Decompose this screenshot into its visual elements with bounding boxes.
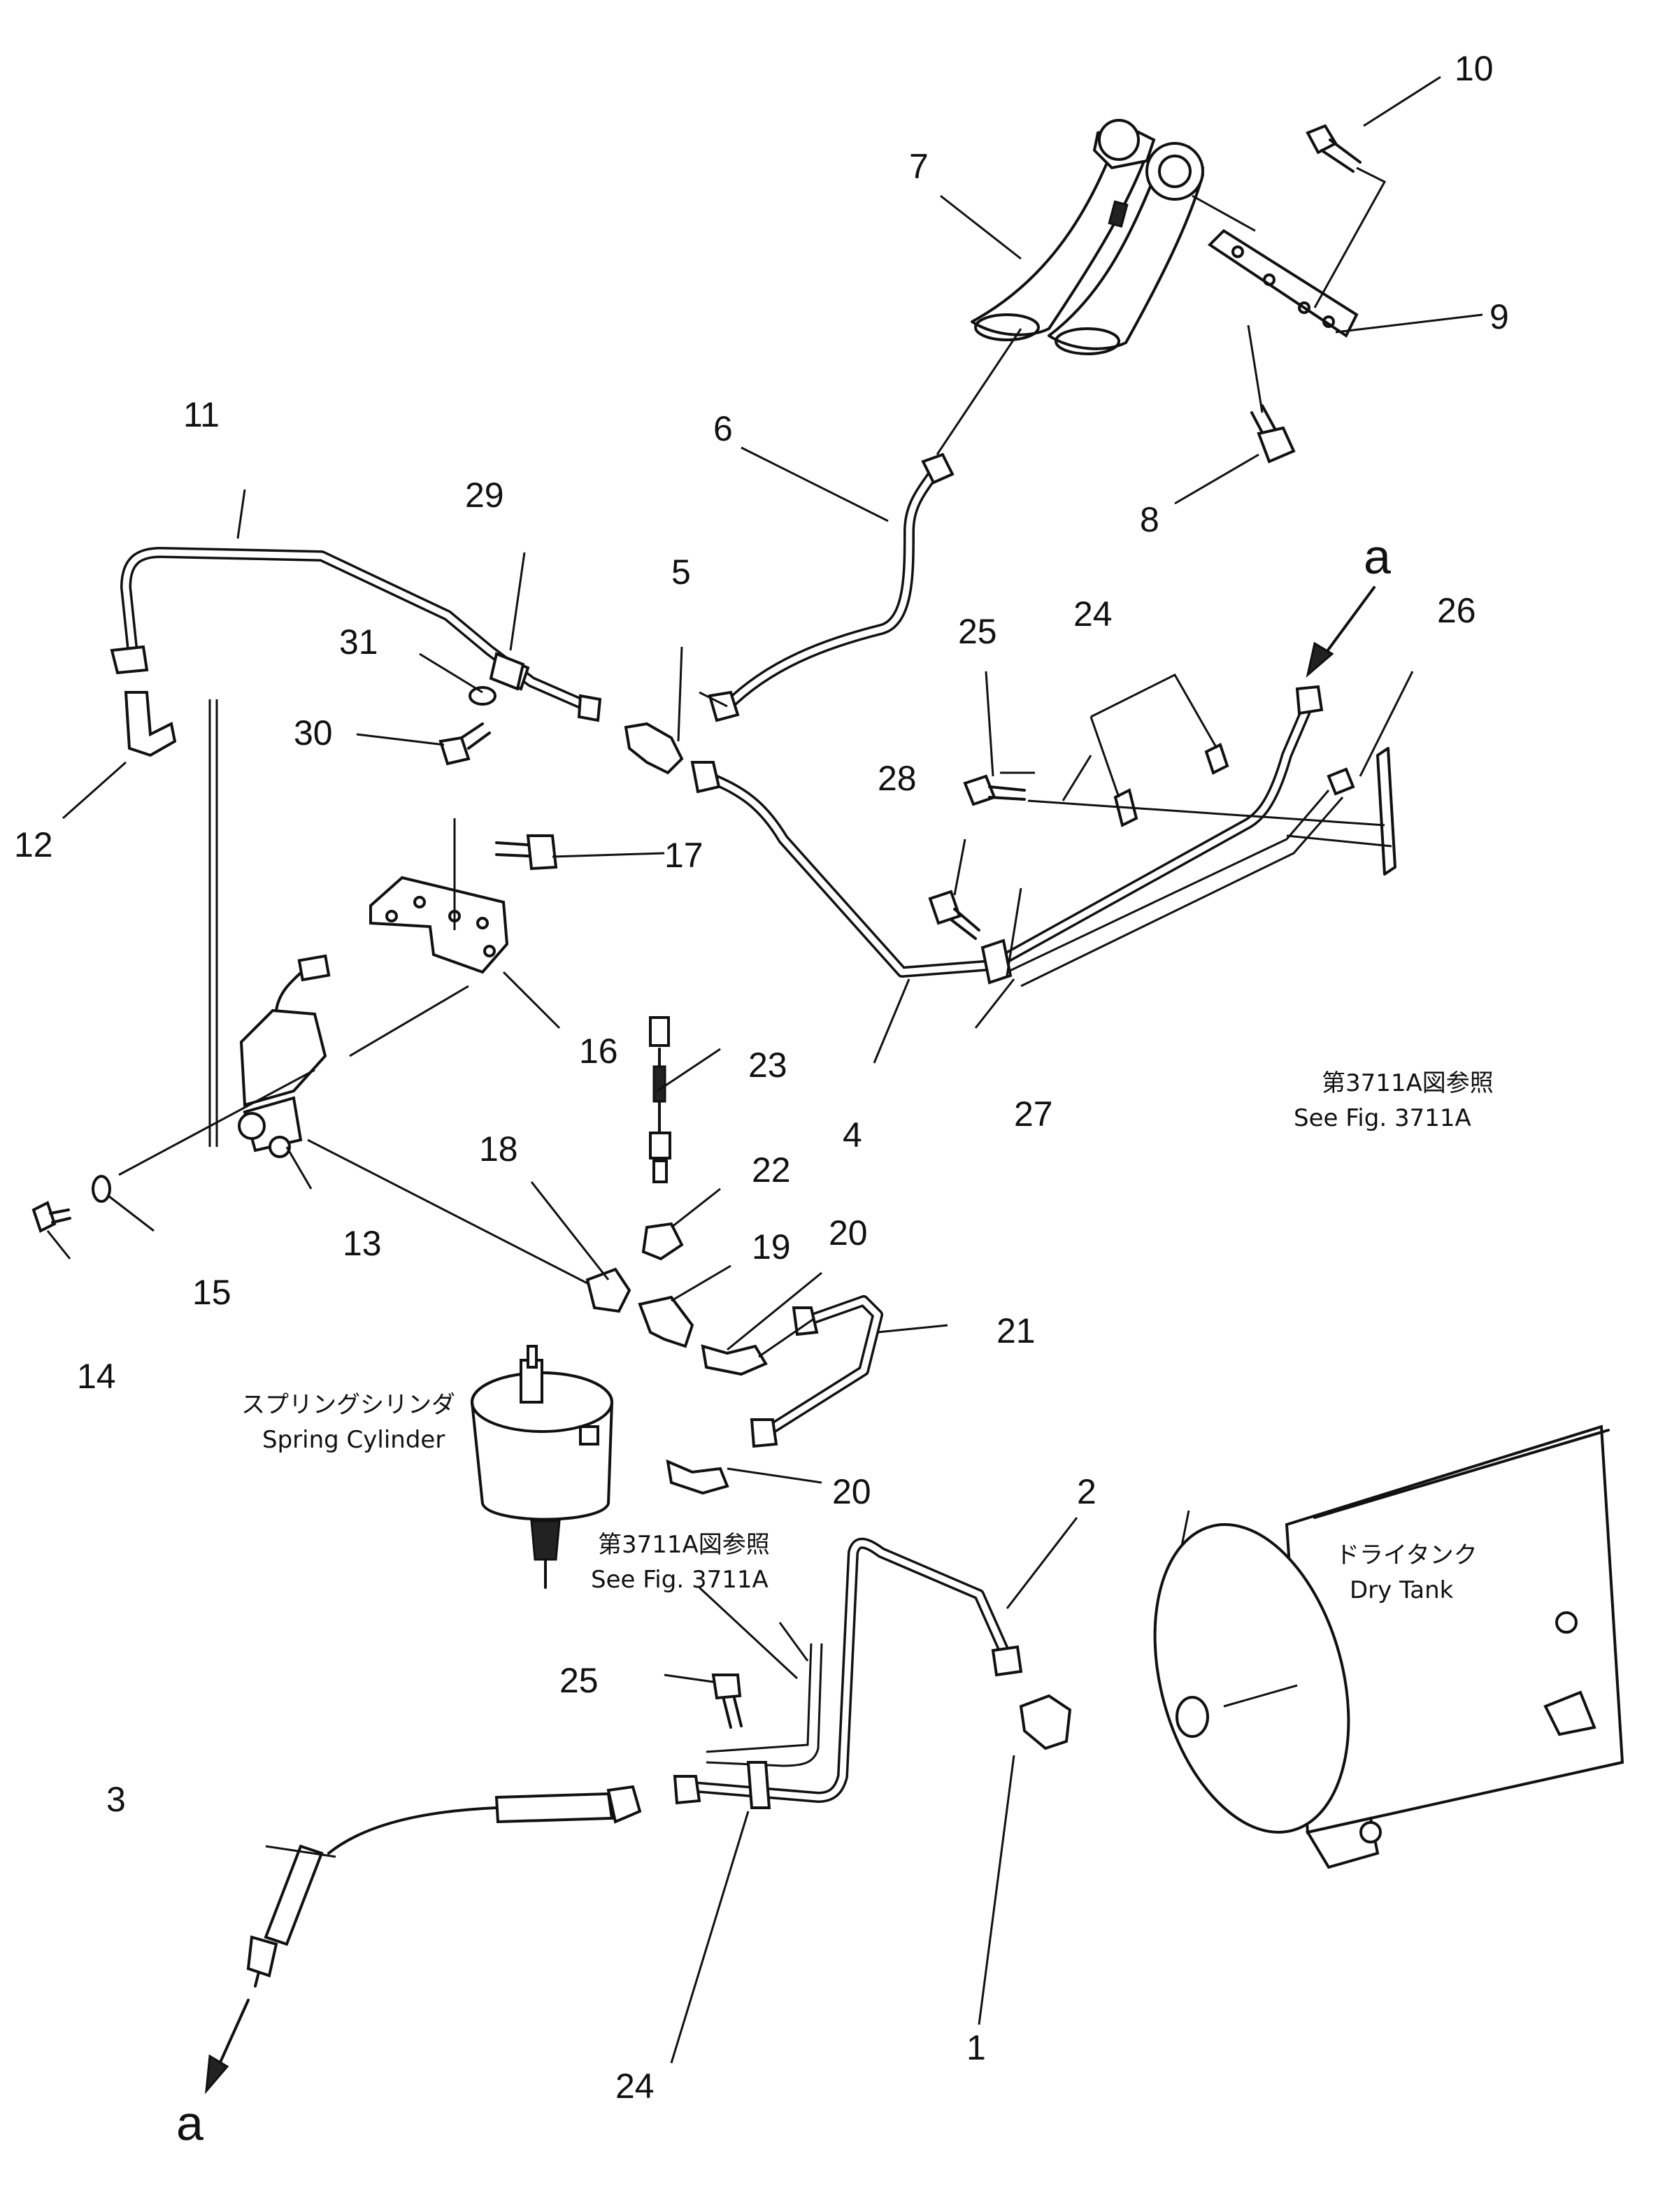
callout-12: 12 [14, 825, 53, 864]
callout-25-upper: 25 [958, 612, 997, 651]
elbow-20-b [666, 1459, 729, 1495]
arrow-a-bottom-head [205, 2054, 229, 2095]
callout-13: 13 [343, 1224, 382, 1263]
bracket-16 [369, 818, 509, 974]
dry-tank [1153, 1425, 1624, 1869]
tube-21 [750, 1295, 883, 1448]
bracket-plate-26 [1376, 747, 1396, 876]
callout-30: 30 [294, 713, 333, 752]
tube-4-parallel [1006, 790, 1344, 987]
tube-4 [690, 685, 1324, 978]
washer-31 [469, 686, 496, 706]
see-fig-upper-jp: 第3711A図参照 [1322, 1069, 1494, 1097]
connector-29 [489, 652, 525, 691]
callout-5: 5 [671, 552, 691, 592]
callout-9: 9 [1489, 297, 1509, 336]
clip-24-a [1204, 743, 1229, 775]
dry-tank-en: Dry Tank [1350, 1576, 1454, 1604]
fitting-18 [585, 1267, 631, 1313]
callout-8: 8 [1140, 500, 1159, 539]
arrow-a-bottom [215, 1999, 250, 2071]
fitting-23 [649, 1016, 671, 1183]
leader-lines [46, 76, 1483, 2064]
air-horn [971, 119, 1205, 355]
callout-31: 31 [339, 622, 378, 662]
callout-24-upper: 24 [1073, 594, 1113, 634]
connection-mark-a-top: a [1364, 529, 1391, 584]
callout-20-upper: 20 [829, 1213, 868, 1253]
callout-26: 26 [1437, 591, 1476, 630]
clip-26 [1327, 767, 1355, 796]
hose-3 [246, 1785, 642, 1988]
bolt-30 [438, 722, 491, 766]
tube-2 [673, 1537, 1023, 1805]
clamp-27 [980, 939, 1013, 985]
callout-4: 4 [843, 1115, 862, 1155]
callout-29: 29 [465, 476, 504, 515]
callout-22: 22 [752, 1150, 791, 1190]
callout-1: 1 [966, 2028, 986, 2067]
bolt-28 [928, 890, 980, 940]
callout-17: 17 [664, 836, 703, 875]
callout-20-lower: 20 [832, 1472, 871, 1511]
screw-14 [31, 1201, 71, 1233]
callout-21: 21 [996, 1311, 1036, 1350]
callout-24-lower: 24 [615, 2067, 655, 2106]
bolt-25-upper [963, 774, 1026, 806]
callout-7: 7 [909, 147, 929, 186]
tube-6 [708, 452, 955, 722]
tee-5 [624, 722, 684, 775]
bolt-10 [1306, 124, 1362, 173]
valve-13 [238, 954, 331, 1158]
bracket [1207, 229, 1359, 338]
elbow-12 [124, 691, 177, 757]
elbow-fitting-1 [1019, 1694, 1072, 1750]
callout-6: 6 [713, 409, 733, 448]
callout-27: 27 [1014, 1094, 1053, 1134]
callout-19: 19 [752, 1227, 791, 1266]
arrow-a-top-head [1306, 641, 1334, 678]
washer-15 [92, 1175, 111, 1203]
spring-cylinder-jp: スプリングシリンダ [241, 1391, 455, 1419]
spring-cylinder-en: Spring Cylinder [262, 1426, 445, 1454]
bolt-8 [1250, 404, 1296, 464]
clip-24-lower [746, 1761, 771, 1809]
callout-14: 14 [77, 1357, 116, 1396]
callout-18: 18 [479, 1129, 518, 1169]
callout-23: 23 [748, 1046, 787, 1085]
callout-16: 16 [579, 1032, 618, 1071]
leader-box-24 [1027, 673, 1392, 848]
tube-2-parallel [706, 1643, 823, 1767]
elbow-20-a [701, 1344, 768, 1376]
see-fig-lower-en: See Fig. 3711A [591, 1566, 769, 1594]
see-fig-lower-jp: 第3711A図参照 [598, 1531, 770, 1559]
spring-cylinder [471, 1345, 613, 1589]
leader-bracket-13 [208, 699, 218, 1147]
bolt-17 [495, 834, 558, 871]
callout-10: 10 [1455, 49, 1494, 88]
callout-2: 2 [1077, 1472, 1096, 1511]
nut-22 [641, 1222, 684, 1261]
bolt-25-lower [711, 1674, 743, 1729]
dry-tank-jp: ドライタンク [1336, 1541, 1478, 1569]
arrow-a-top [1324, 586, 1376, 655]
tee-19 [638, 1295, 694, 1348]
callout-15: 15 [192, 1273, 231, 1312]
see-fig-upper-en: See Fig. 3711A [1294, 1104, 1471, 1132]
callout-25-lower: 25 [559, 1661, 599, 1700]
callout-3: 3 [106, 1780, 126, 1819]
connection-mark-a-bottom: a [176, 2096, 203, 2150]
callout-11: 11 [183, 395, 220, 434]
callout-28: 28 [878, 759, 917, 798]
